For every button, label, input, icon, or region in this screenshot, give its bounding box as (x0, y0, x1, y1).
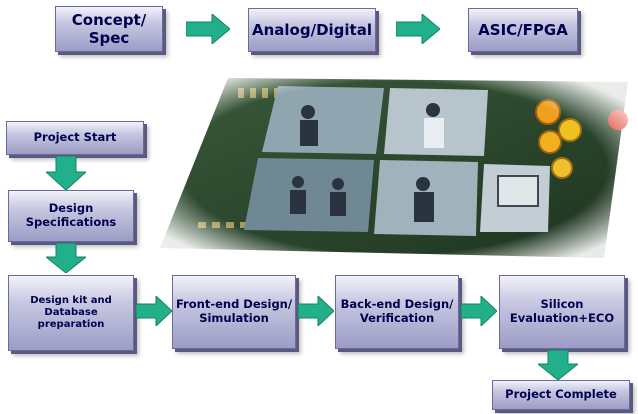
arrow-right-icon (461, 296, 497, 326)
arrow-down-icon (46, 156, 86, 190)
design-specifications-box: Design Specifications (8, 190, 134, 242)
silicon-evaluation-box: Silicon Evaluation+ECO (499, 275, 625, 349)
arrow-right-icon (186, 14, 230, 44)
arrow-right-icon (298, 296, 334, 326)
circuit-board-photo (158, 72, 630, 264)
project-start-box: Project Start (6, 121, 144, 155)
arrow-down-icon (46, 243, 86, 273)
arrow-right-icon (136, 296, 172, 326)
project-complete-box: Project Complete (492, 380, 630, 410)
design-kit-box: Design kit and Database preparation (8, 275, 134, 351)
analog-digital-box: Analog/Digital (248, 8, 376, 52)
front-end-design-box: Front-end Design/ Simulation (172, 275, 296, 349)
concept-spec-box: Concept/ Spec (55, 6, 163, 52)
back-end-design-box: Back-end Design/ Verification (335, 275, 459, 349)
arrow-right-icon (396, 14, 440, 44)
arrow-down-icon (538, 350, 578, 380)
asic-fpga-box: ASIC/FPGA (468, 8, 578, 52)
